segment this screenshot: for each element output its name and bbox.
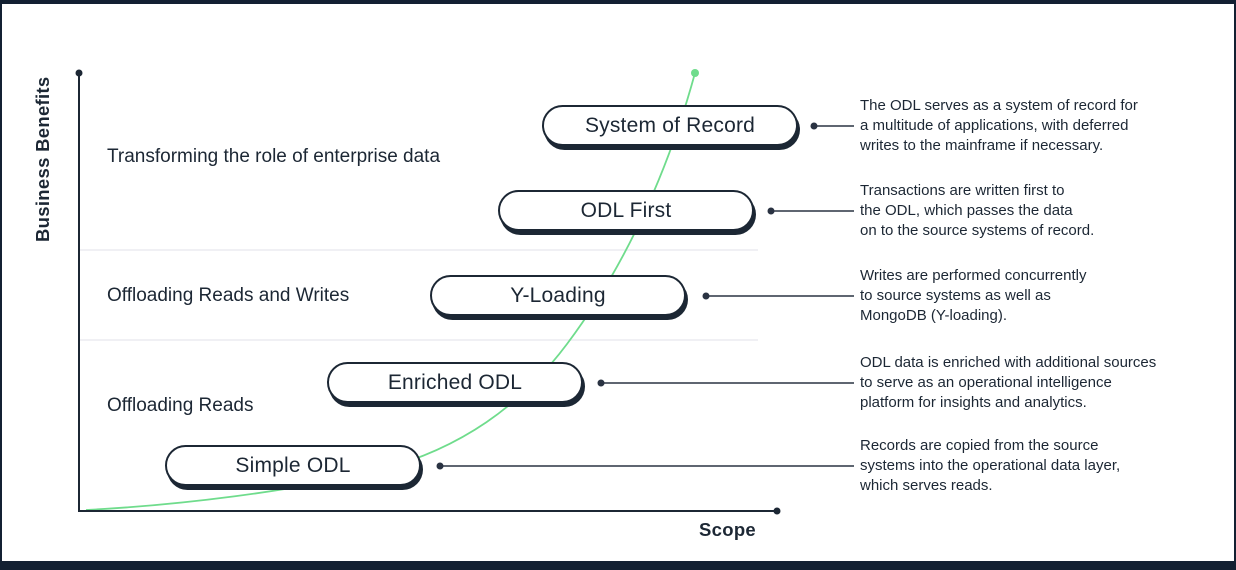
stage-description-system-of-record: The ODL serves as a system of record for… <box>860 97 1138 154</box>
connector-odl-first <box>767 207 854 215</box>
bottom-frame-bar <box>2 561 1234 570</box>
band-label-transforming: Transforming the role of enterprise data <box>107 146 441 167</box>
band-label-offloading-reads: Offloading Reads <box>107 395 254 416</box>
x-axis-end-dot <box>773 507 781 515</box>
chart-canvas <box>75 69 854 515</box>
stage-pill-simple-odl: Simple ODL <box>165 445 421 486</box>
stage-description-y-loading: Writes are performed concurrently to sou… <box>860 267 1087 324</box>
connector-enriched-odl <box>597 379 854 387</box>
y-axis-label: Business Benefits <box>32 76 53 242</box>
connector-system-of-record <box>810 122 854 130</box>
x-axis-label: Scope <box>699 519 757 540</box>
stage-description-odl-first: Transactions are written first to the OD… <box>860 182 1095 239</box>
stage-description-enriched-odl: ODL data is enriched with additional sou… <box>860 354 1157 411</box>
connector-simple-odl <box>436 462 854 470</box>
stage-pill-odl-first: ODL First <box>498 190 754 231</box>
band-label-offloading-reads-writes: Offloading Reads and Writes <box>107 285 350 306</box>
stage-pill-y-loading: Y-Loading <box>430 275 686 316</box>
y-axis-end-dot <box>75 69 83 77</box>
stage-description-simple-odl: Records are copied from the source syste… <box>860 437 1121 494</box>
curve-tip-dot <box>691 69 699 77</box>
connector-y-loading <box>702 292 854 300</box>
stage-pill-enriched-odl: Enriched ODL <box>327 362 583 403</box>
stage-pill-system-of-record: System of Record <box>542 105 798 146</box>
